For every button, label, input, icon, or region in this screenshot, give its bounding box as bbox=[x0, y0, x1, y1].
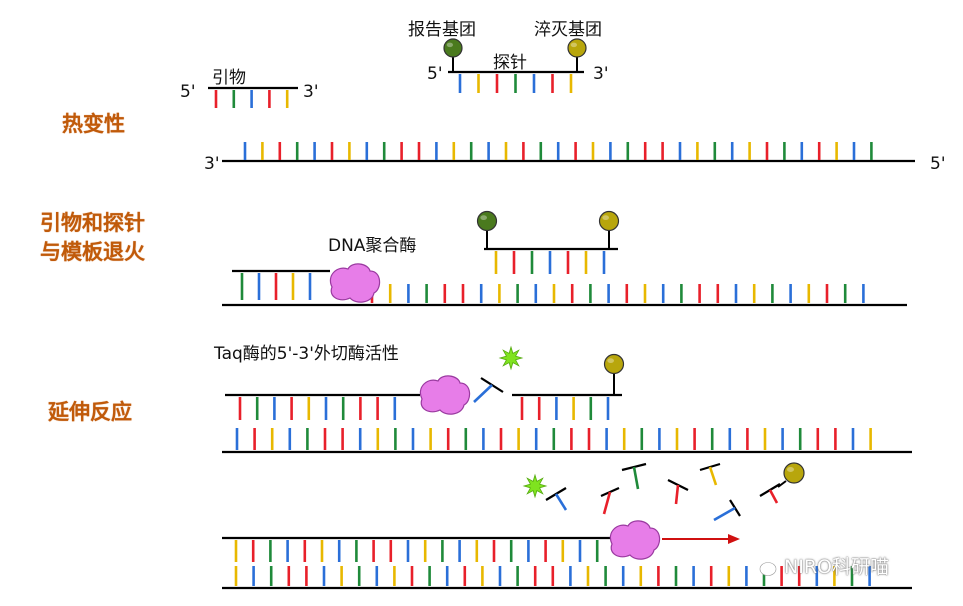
watermark-text: NIRO科研喵 bbox=[784, 556, 889, 578]
quencher-label: 淬灭基团 bbox=[534, 20, 602, 40]
free-fragment-1-base bbox=[554, 493, 568, 511]
free-quencher-dye bbox=[783, 462, 805, 484]
stage-anneal-line1: 引物和探针 bbox=[40, 211, 145, 235]
released-reporter-dye-1 bbox=[498, 345, 524, 371]
free-fragment-5-base bbox=[708, 466, 718, 486]
reporter-dye-shine bbox=[446, 42, 453, 48]
exonuclease-label: Taq酶的5'-3'外切酶活性 bbox=[214, 344, 399, 364]
released-reporter-dye-2 bbox=[522, 473, 548, 499]
free-fragment-6-base bbox=[713, 506, 736, 522]
probe-and-enzyme-group bbox=[329, 38, 805, 560]
free-quencher-stem bbox=[777, 480, 787, 488]
free-fragment-2-base bbox=[602, 491, 612, 515]
dna-strands bbox=[208, 70, 915, 590]
stage-anneal-line2: 与模板退火 bbox=[40, 240, 145, 264]
stage-denature: 热变性 bbox=[62, 112, 125, 136]
polymerase-enzyme-3 bbox=[609, 520, 661, 560]
quencher-dye bbox=[567, 38, 587, 58]
wechat-icon bbox=[748, 554, 777, 576]
template-three-prime: 3' bbox=[204, 154, 220, 174]
polymerase-enzyme-2 bbox=[419, 375, 471, 415]
reporter-label: 报告基团 bbox=[408, 20, 476, 40]
cleaved-fragment-1-base bbox=[473, 384, 493, 403]
reporter-dye bbox=[443, 38, 463, 58]
annealed-quencher-dye-shine bbox=[602, 215, 609, 221]
template-five-prime: 5' bbox=[930, 154, 946, 174]
free-fragment-4-base bbox=[674, 484, 680, 505]
annealed-reporter-dye bbox=[476, 210, 498, 232]
primer-five-prime: 5' bbox=[180, 82, 196, 102]
extension-arrow-head bbox=[728, 534, 740, 544]
free-fragment-7-base bbox=[768, 489, 779, 504]
primer-label: 引物 bbox=[212, 68, 246, 88]
remaining-quencher-dye bbox=[603, 353, 625, 375]
probe-five-prime: 5' bbox=[427, 64, 443, 84]
polymerase-enzyme-1 bbox=[329, 263, 381, 303]
remaining-quencher-dye-shine bbox=[607, 358, 614, 364]
quencher-dye-shine bbox=[570, 42, 577, 48]
free-fragment-3-base bbox=[632, 466, 640, 490]
primer-three-prime: 3' bbox=[303, 82, 319, 102]
watermark: NIRO科研喵 bbox=[748, 552, 889, 579]
polymerase-label: DNA聚合酶 bbox=[328, 236, 417, 256]
free-quencher-dye-shine bbox=[787, 467, 794, 472]
stage-extend: 延伸反应 bbox=[48, 400, 132, 424]
annealed-quencher-dye bbox=[598, 210, 620, 232]
probe-three-prime: 3' bbox=[593, 64, 609, 84]
probe-label: 探针 bbox=[493, 53, 527, 73]
annealed-reporter-dye-shine bbox=[480, 215, 487, 221]
